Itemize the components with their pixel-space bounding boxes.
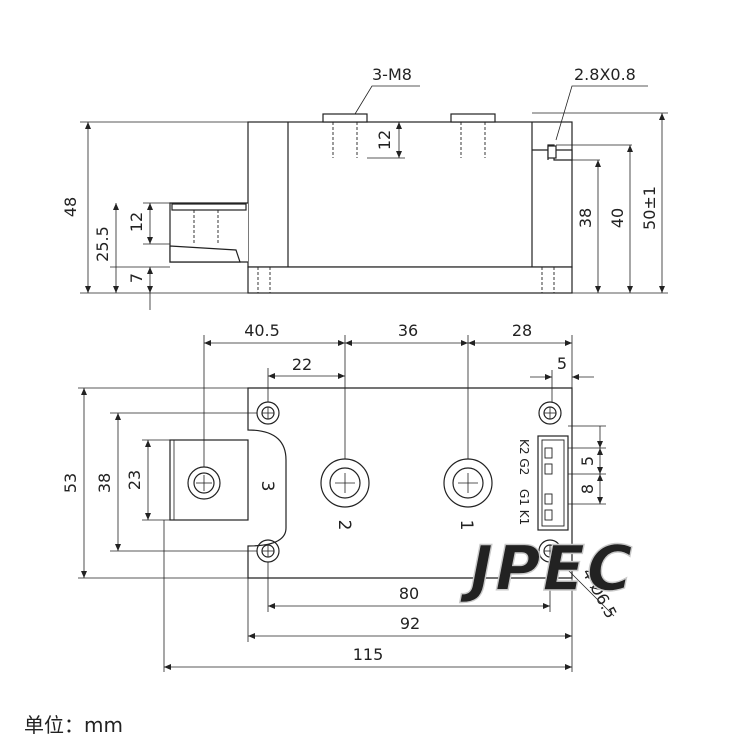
- dim-width-total: 53: [61, 473, 80, 493]
- gate-tab-k1: [544, 509, 553, 521]
- top-view: [78, 335, 615, 672]
- top-left-terminal: [169, 439, 249, 521]
- dim-tab-pitch-a: 5: [578, 456, 597, 466]
- side-gate-tab: [532, 144, 573, 161]
- side-base-plate: [247, 266, 573, 294]
- callout-tab-size: 2.8X0.8: [574, 65, 636, 84]
- side-view: [80, 85, 668, 310]
- pin-label-3: 3: [257, 481, 277, 492]
- dim-hole-to-2: 22: [292, 355, 312, 374]
- dim-pitch-3-2: 40.5: [244, 321, 280, 340]
- dim-terminal-height: 25.5: [93, 226, 112, 262]
- dim-pitch-2-1: 36: [398, 321, 418, 340]
- dim-height-total: 48: [61, 197, 80, 217]
- dim-pitch-1-edge: 28: [512, 321, 532, 340]
- dim-body-length: 92: [400, 614, 420, 633]
- unit-label: 单位：mm: [24, 713, 123, 737]
- dim-overall-length: 115: [353, 645, 384, 664]
- dim-side-bolt-depth: 12: [127, 212, 146, 232]
- gate-tab-g2: [544, 463, 553, 475]
- gate-tab-k2: [544, 447, 553, 459]
- pin-label-2: 2: [334, 520, 354, 531]
- pin-label-1: 1: [456, 520, 476, 531]
- gate-tab-g1: [544, 493, 553, 505]
- callout-thread: 3-M8: [372, 65, 412, 84]
- gate-label-top: K2 G2: [517, 439, 531, 475]
- dim-tab-pitch-b: 8: [578, 484, 597, 494]
- dim-hole-spacing-v: 38: [95, 473, 114, 493]
- dim-tab-height: 38: [576, 208, 595, 228]
- dim-hole-spacing-h: 80: [399, 584, 419, 603]
- gate-connector: [537, 435, 569, 531]
- dim-tab-width: 23: [125, 470, 144, 490]
- side-top-bolt-1: [450, 113, 496, 123]
- dim-tab-top: 40: [608, 208, 627, 228]
- dim-bolt-depth: 12: [375, 130, 394, 150]
- side-housing: [247, 121, 573, 268]
- dim-base-height: 7: [127, 273, 146, 283]
- side-top-bolt-2: [322, 113, 368, 123]
- watermark-logo: JPEC: [459, 532, 634, 605]
- top-body-outline: [247, 387, 573, 579]
- dim-overall-height: 50±1: [640, 186, 659, 230]
- dim-right-offset: 5: [557, 354, 567, 373]
- gate-label-bottom: G1 K1: [517, 489, 531, 525]
